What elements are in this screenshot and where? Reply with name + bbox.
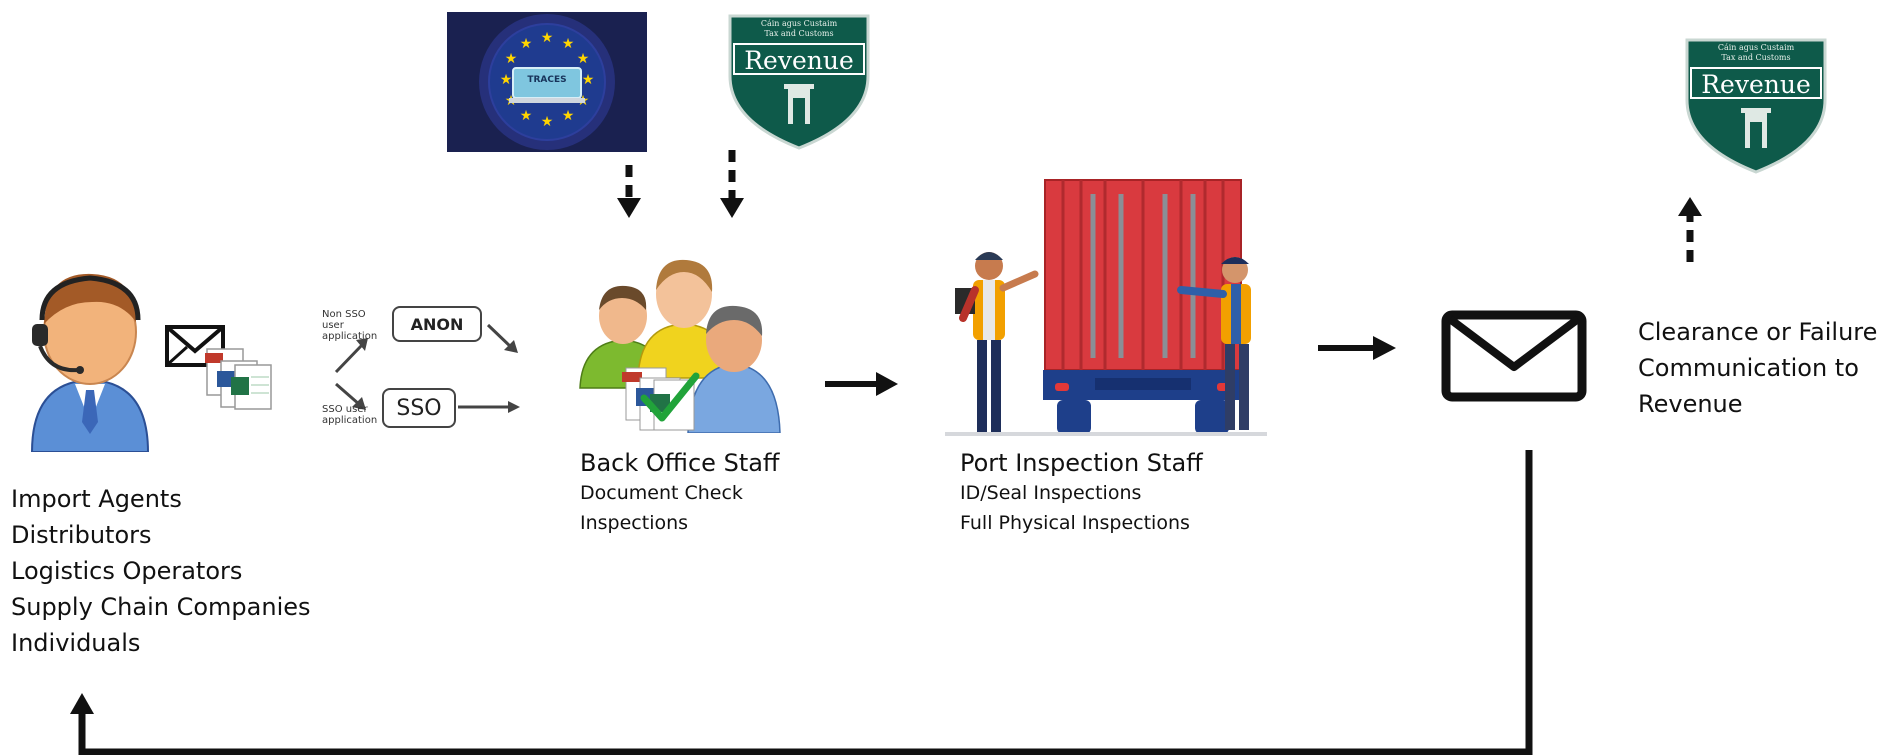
clearance-line: Clearance or Failure xyxy=(1638,318,1878,346)
back-office-staff-icon xyxy=(578,248,783,433)
port-inspection-title: Port Inspection Staff xyxy=(960,449,1203,477)
port-inspection-truck-icon xyxy=(945,178,1267,438)
agent-avatar-icon xyxy=(20,262,160,452)
traces-label: TRACES xyxy=(527,75,567,85)
svg-text:★: ★ xyxy=(520,36,533,52)
sso-label: SSO user application xyxy=(322,404,378,426)
documents-envelope-icon xyxy=(165,325,277,411)
traces-logo: ★ ★ ★ ★ ★ ★ ★ ★ ★ ★ ★ ★ TRACES xyxy=(447,12,647,152)
feedback-loop-head xyxy=(70,693,94,714)
arrow-non-sso xyxy=(334,343,364,374)
port-inspection-line: Full Physical Inspections xyxy=(960,512,1190,534)
anon-box: ANON xyxy=(392,306,482,342)
svg-text:★: ★ xyxy=(500,72,513,88)
svg-text:★: ★ xyxy=(520,108,533,124)
feedback-loop xyxy=(78,450,1533,755)
svg-text:★: ★ xyxy=(541,30,554,46)
actor-list: Import Agents Distributors Logistics Ope… xyxy=(11,481,311,661)
arrow-to-port-head xyxy=(876,372,898,396)
clearance-line: Revenue xyxy=(1638,390,1743,418)
traces-down-arrowhead xyxy=(617,198,641,218)
actor-item: Distributors xyxy=(11,521,152,549)
svg-text:★: ★ xyxy=(562,36,575,52)
revenue-right-line2: Tax and Customs xyxy=(1721,53,1791,62)
revenue-logo-top: Cáin agus Custaim Tax and Customs Revenu… xyxy=(720,6,878,150)
svg-text:★: ★ xyxy=(541,114,554,130)
revenue-top-line1: Cáin agus Custaim xyxy=(760,19,838,28)
clearance-line: Communication to xyxy=(1638,354,1859,382)
actor-item: Supply Chain Companies xyxy=(11,593,311,621)
svg-text:★: ★ xyxy=(577,51,590,67)
arrow-anon-out xyxy=(486,323,514,350)
sso-box-label: SSO xyxy=(396,395,442,421)
non-sso-label: Non SSO user application xyxy=(322,309,378,342)
back-office-text: Back Office Staff Document Check Inspect… xyxy=(580,448,779,538)
actor-item: Import Agents xyxy=(11,485,182,513)
revenue-up-arrowhead xyxy=(1678,197,1702,216)
svg-text:★: ★ xyxy=(505,51,518,67)
back-office-line: Inspections xyxy=(580,512,689,534)
revenue-down-arrowhead xyxy=(720,198,744,218)
back-office-line: Document Check xyxy=(580,482,743,504)
svg-text:★: ★ xyxy=(562,108,575,124)
actor-item: Individuals xyxy=(11,629,141,657)
port-inspection-text: Port Inspection Staff ID/Seal Inspection… xyxy=(960,448,1203,538)
arrow-sso xyxy=(335,382,361,407)
sso-box: SSO xyxy=(382,388,456,428)
arrow-to-envelope-head xyxy=(1373,336,1396,360)
revenue-top-name: Revenue xyxy=(744,46,854,75)
revenue-right-name: Revenue xyxy=(1701,70,1811,99)
anon-box-label: ANON xyxy=(410,314,464,334)
port-inspection-line: ID/Seal Inspections xyxy=(960,482,1142,504)
revenue-right-line1: Cáin agus Custaim xyxy=(1717,43,1795,52)
clearance-text: Clearance or Failure Communication to Re… xyxy=(1638,314,1877,422)
revenue-logo-right: Cáin agus Custaim Tax and Customs Revenu… xyxy=(1677,30,1835,174)
svg-text:★: ★ xyxy=(582,72,595,88)
envelope-icon xyxy=(1438,297,1591,415)
back-office-title: Back Office Staff xyxy=(580,449,780,477)
actor-item: Logistics Operators xyxy=(11,557,243,585)
revenue-top-line2: Tax and Customs xyxy=(764,29,834,38)
